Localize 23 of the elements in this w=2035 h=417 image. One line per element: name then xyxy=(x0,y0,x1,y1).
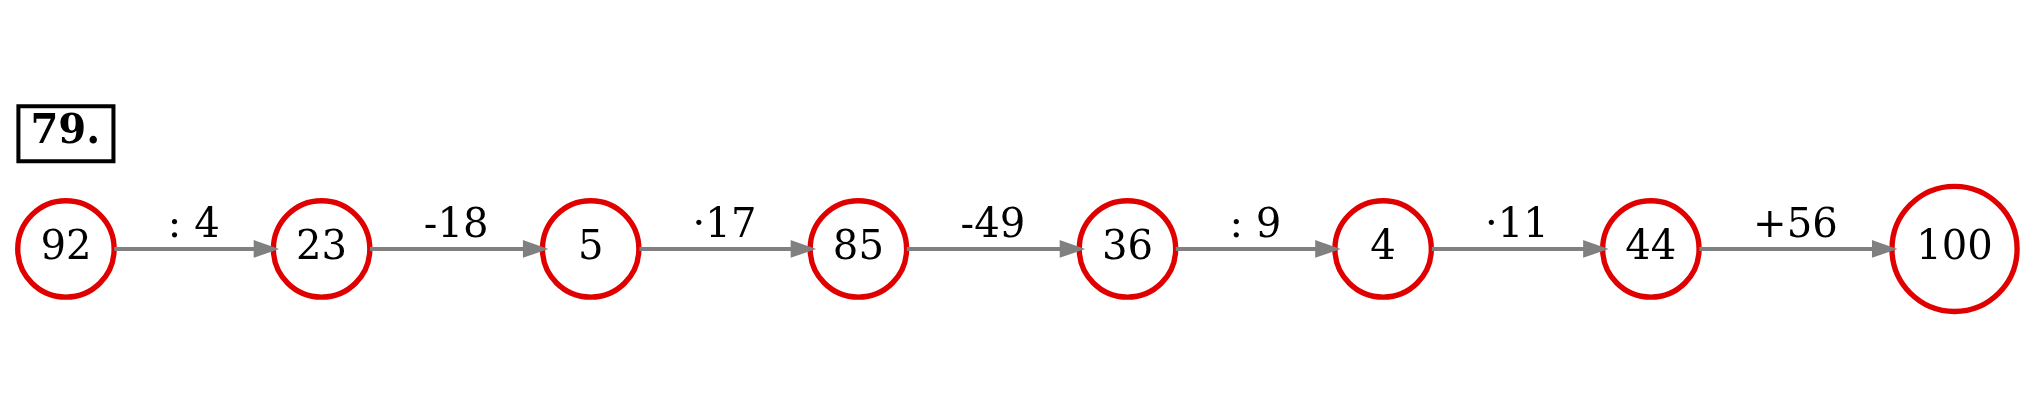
arrow xyxy=(369,239,549,258)
node-circle: 5 xyxy=(539,197,642,300)
node-box: 79. xyxy=(16,103,116,163)
edge-label: : 9 xyxy=(1229,199,1282,246)
node-circle: 4 xyxy=(1332,197,1434,300)
edge-label: ·11 xyxy=(1485,199,1549,246)
arrow xyxy=(114,239,280,258)
node-circle: 23 xyxy=(270,197,373,300)
node-circle: 85 xyxy=(807,197,910,300)
arrow xyxy=(1175,239,1341,258)
arrow xyxy=(1431,239,1609,258)
edge-label: ·17 xyxy=(692,199,757,246)
edge-label: : 4 xyxy=(167,199,220,246)
node-circle: 36 xyxy=(1076,197,1179,300)
edge-label: -49 xyxy=(960,199,1026,246)
arrow xyxy=(1699,239,1898,258)
edge-label: -18 xyxy=(423,199,489,246)
node-circle: 92 xyxy=(15,197,117,300)
node-circle: 100 xyxy=(1889,183,2020,314)
arrow xyxy=(639,239,817,258)
edge-label: +56 xyxy=(1753,199,1838,246)
arrow xyxy=(906,239,1086,258)
node-circle: 44 xyxy=(1600,197,1702,300)
